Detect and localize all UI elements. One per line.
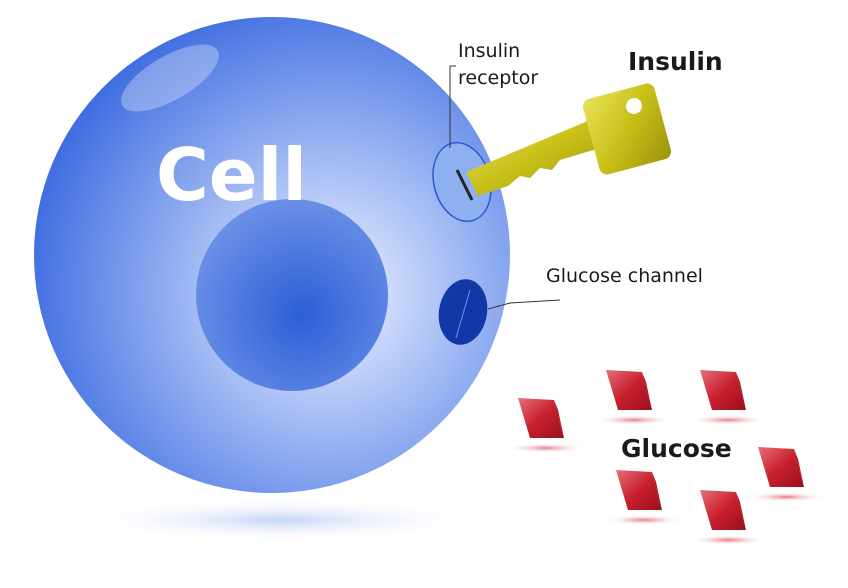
glucose-cube-icon bbox=[688, 490, 768, 545]
channel-highlight bbox=[455, 289, 471, 339]
cell-label: Cell bbox=[156, 133, 307, 217]
cell-highlight bbox=[121, 44, 219, 112]
nucleus bbox=[196, 199, 388, 391]
receptor-pointer-line bbox=[449, 65, 456, 148]
insulin-key-icon bbox=[466, 83, 672, 196]
receptor-label-line1: Insulin bbox=[458, 40, 520, 62]
insulin-label: Insulin bbox=[628, 47, 723, 76]
keyhole bbox=[455, 169, 474, 201]
glucose-label: Glucose bbox=[621, 434, 732, 463]
glucose-channel-label: Glucose channel bbox=[546, 265, 703, 287]
glucose-cube-icon bbox=[604, 470, 684, 525]
cell-shadow bbox=[70, 498, 490, 542]
glucose-cube-icon bbox=[506, 398, 586, 453]
receptor-label-line2: receptor bbox=[458, 67, 538, 89]
glucose-channel bbox=[438, 279, 488, 345]
glucose-molecules bbox=[506, 370, 826, 545]
glucose-cube-icon bbox=[594, 370, 674, 425]
channel-pointer-line bbox=[487, 299, 561, 310]
glucose-cube-icon bbox=[688, 370, 768, 425]
glucose-cube-icon bbox=[746, 447, 826, 502]
